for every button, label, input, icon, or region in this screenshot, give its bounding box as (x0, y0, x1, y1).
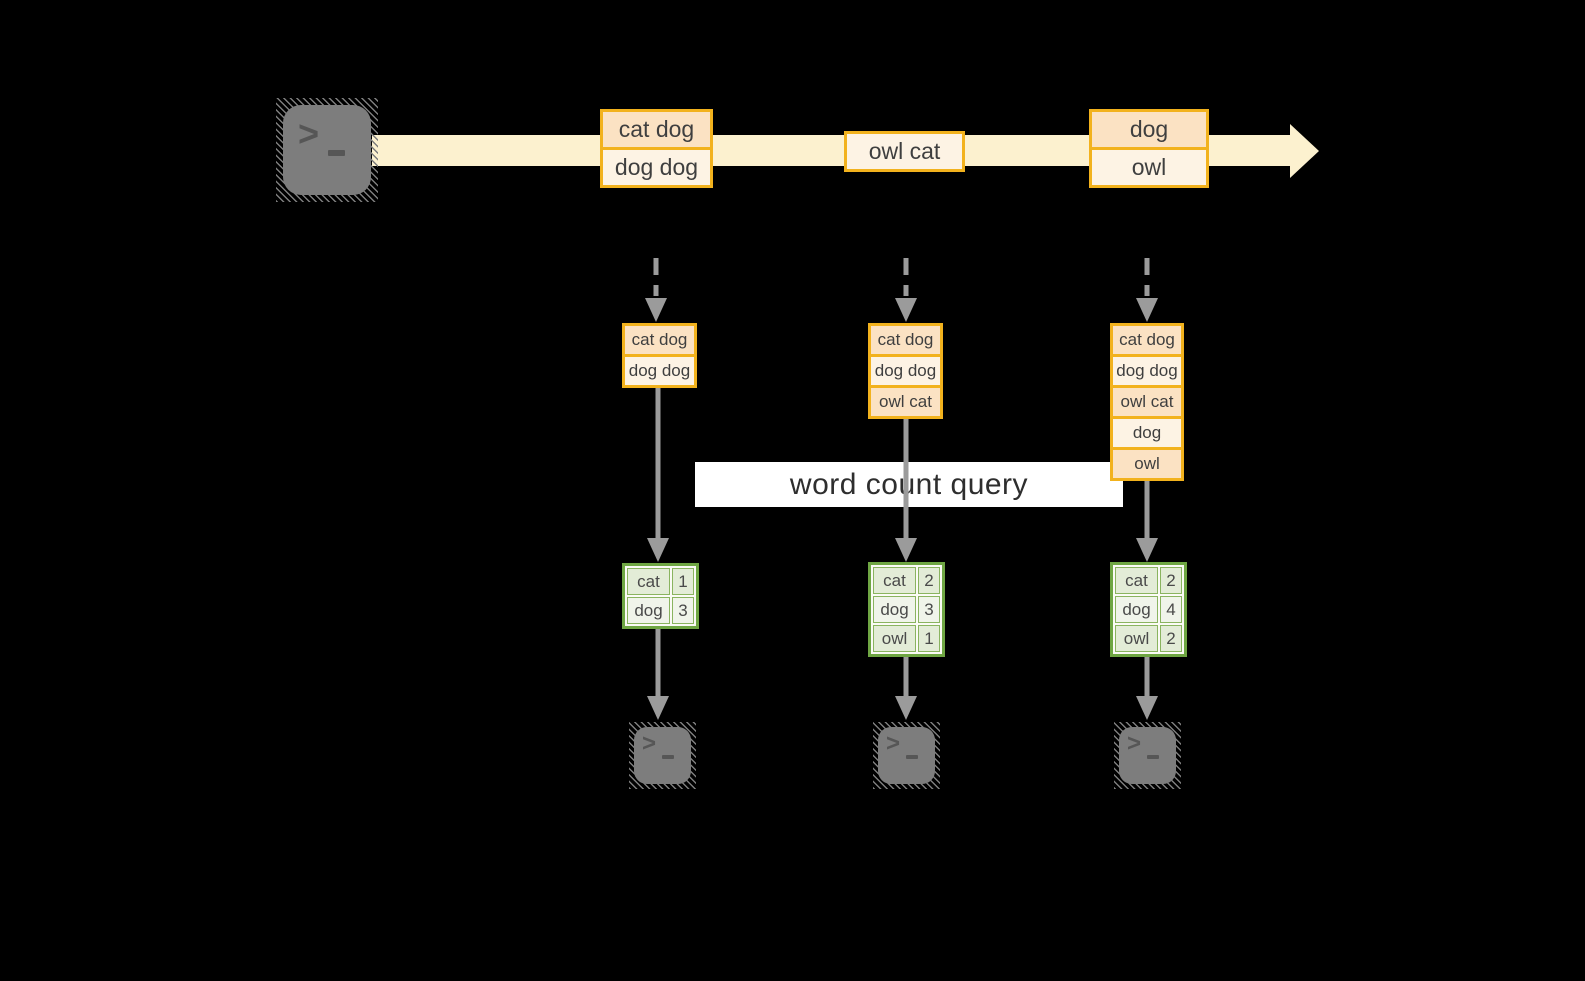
buffer-event: dog dog (1113, 354, 1181, 385)
output-arrow-left (647, 629, 669, 720)
output-arrow-right (1136, 657, 1158, 720)
buffer-event: cat dog (625, 326, 694, 354)
word-count-table-middle: cat 2 dog 3 owl 1 (868, 562, 945, 657)
buffer-event: dog (1113, 416, 1181, 447)
count-cell: 3 (918, 596, 940, 623)
buffer-event: cat dog (1113, 326, 1181, 354)
stream-event: cat dog (603, 112, 710, 147)
word-cell: dog (1115, 596, 1158, 623)
query-banner-label: word count query (789, 467, 1029, 501)
buffer-event: dog dog (871, 354, 940, 385)
output-arrow-middle (895, 657, 917, 720)
stream-event: owl (1092, 147, 1206, 185)
count-cell: 2 (918, 567, 940, 594)
buffer-event: dog dog (625, 354, 694, 385)
terminal-prompt-underscore-icon (662, 755, 674, 759)
buffer-event: owl cat (871, 385, 940, 416)
output-terminal-icon-left: > (629, 722, 696, 789)
terminal-prompt-underscore-icon (328, 150, 345, 156)
event-buffer-middle: cat dog dog dog owl cat (868, 323, 943, 419)
stream-event-group-1: cat dog dog dog (600, 109, 713, 188)
word-cell: owl (873, 625, 916, 652)
terminal-plate (283, 105, 371, 195)
terminal-prompt-underscore-icon (906, 755, 918, 759)
word-count-table-left: cat 1 dog 3 (622, 563, 699, 629)
stream-event: owl cat (847, 134, 962, 169)
query-arrow-right (1136, 481, 1158, 562)
buffer-event: cat dog (871, 326, 940, 354)
event-buffer-right: cat dog dog dog owl cat dog owl (1110, 323, 1184, 481)
count-cell: 3 (672, 597, 694, 624)
buffer-event: owl (1113, 447, 1181, 478)
query-arrow-left (647, 388, 669, 562)
source-terminal-icon: > (276, 98, 378, 202)
count-cell: 1 (918, 625, 940, 652)
event-buffer-left: cat dog dog dog (622, 323, 697, 388)
word-count-table-right: cat 2 dog 4 owl 2 (1110, 562, 1187, 657)
word-cell: cat (873, 567, 916, 594)
ingest-arrow-middle (895, 258, 917, 322)
count-cell: 1 (672, 568, 694, 595)
query-banner: word count query (695, 462, 1123, 507)
terminal-prompt-chevron-icon: > (1127, 730, 1142, 757)
buffer-event: owl cat (1113, 385, 1181, 416)
stream-event: dog dog (603, 147, 710, 185)
terminal-prompt-chevron-icon: > (298, 113, 320, 154)
stream-event-group-2: owl cat (844, 131, 965, 172)
output-terminal-icon-right: > (1114, 722, 1181, 789)
count-cell: 4 (1160, 596, 1182, 623)
ingest-arrow-left (645, 258, 667, 322)
ingest-arrow-right (1136, 258, 1158, 322)
output-terminal-icon-middle: > (873, 722, 940, 789)
word-cell: cat (627, 568, 670, 595)
word-cell: dog (627, 597, 670, 624)
terminal-prompt-chevron-icon: > (886, 730, 901, 757)
stream-event-group-3: dog owl (1089, 109, 1209, 188)
word-cell: dog (873, 596, 916, 623)
stream-event: dog (1092, 112, 1206, 147)
word-cell: cat (1115, 567, 1158, 594)
count-cell: 2 (1160, 567, 1182, 594)
terminal-prompt-underscore-icon (1147, 755, 1159, 759)
word-cell: owl (1115, 625, 1158, 652)
terminal-prompt-chevron-icon: > (642, 730, 657, 757)
count-cell: 2 (1160, 625, 1182, 652)
query-arrow-middle (895, 419, 917, 562)
